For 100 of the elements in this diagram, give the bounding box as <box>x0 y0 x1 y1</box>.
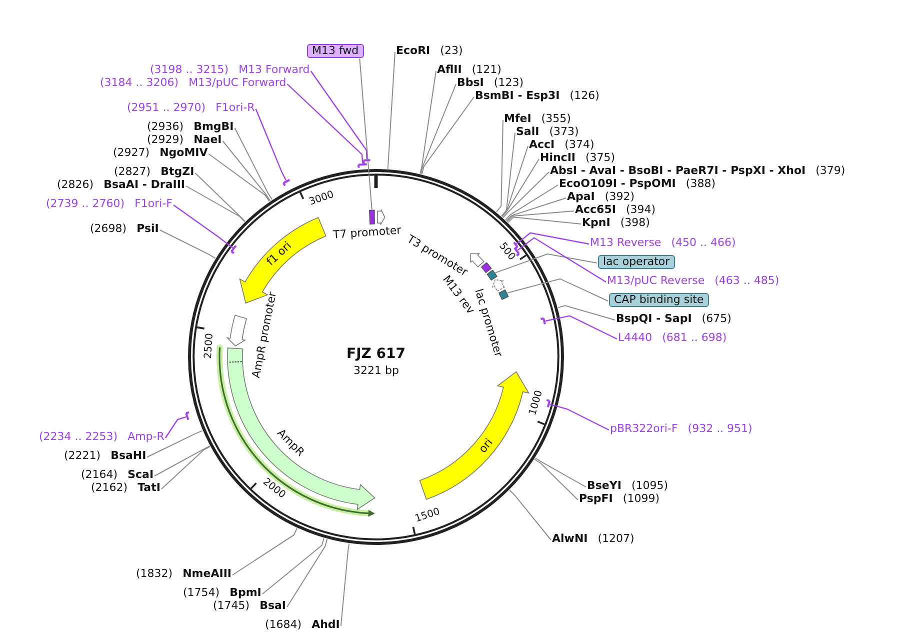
site-position: (121) <box>472 63 502 77</box>
site-position: (1684) <box>265 618 302 632</box>
site-position: (1832) <box>136 567 173 581</box>
leader-line <box>501 146 528 217</box>
leader-line <box>501 158 540 218</box>
site-position: (1095) <box>631 479 668 493</box>
site-position: (123) <box>494 76 524 90</box>
enzyme-name: BsaI <box>260 599 286 613</box>
feature-block <box>486 270 498 280</box>
leader-line <box>310 70 368 160</box>
enzyme-name: BmgBI <box>194 120 234 134</box>
plasmid-length: 3221 bp <box>354 362 399 378</box>
leader-line <box>550 404 610 431</box>
leader-line <box>234 128 273 200</box>
leader-line <box>286 84 364 164</box>
promoter-feature <box>226 314 247 346</box>
enzyme-name: BpmI <box>230 586 262 600</box>
feature-block <box>498 290 509 300</box>
enzyme-name: ApaI <box>567 190 595 204</box>
site-position: (1745) <box>213 599 250 613</box>
leader-line <box>508 216 582 224</box>
site-position: (1754) <box>183 586 220 600</box>
enzyme-name: AccI <box>529 138 555 152</box>
leader-line <box>186 186 246 222</box>
primer-name: M13 Reverse <box>590 236 662 250</box>
leader-line <box>516 232 590 245</box>
promoter-feature <box>492 279 505 292</box>
leader-line <box>496 120 504 212</box>
site-position: (675) <box>702 312 732 326</box>
tick-label: 3000 <box>308 189 336 209</box>
leader-line <box>154 445 210 476</box>
feature-name: f1 ori <box>265 240 294 268</box>
enzyme-name: NaeI <box>194 133 222 147</box>
enzyme-name: NgoMIV <box>160 146 208 160</box>
leader-line <box>222 140 271 202</box>
primer-position: (681 .. 698) <box>662 331 727 345</box>
enzyme-name: BseYI <box>587 479 622 493</box>
leader-line <box>340 543 350 626</box>
site-position: (2826) <box>57 178 94 192</box>
leader-line <box>164 416 186 438</box>
enzyme-name: SalI <box>516 125 540 139</box>
primer-mark <box>185 411 190 421</box>
site-position: (23) <box>440 44 463 58</box>
leader-line <box>506 278 608 302</box>
feature-label: T7 promoter <box>333 224 402 242</box>
site-position: (2221) <box>64 449 101 463</box>
primer-position: (450 .. 466) <box>671 236 736 250</box>
primer-mark <box>230 244 237 254</box>
leader-line <box>545 315 618 340</box>
primer-mark <box>540 317 546 326</box>
primer-mark <box>358 163 368 169</box>
leader-line <box>509 490 552 540</box>
leader-line <box>232 528 298 576</box>
leader-line <box>534 458 586 488</box>
site-position: (392) <box>604 190 634 204</box>
leader-line <box>494 253 598 274</box>
primer-name: M13/pUC Forward <box>188 76 286 90</box>
primer-name: L4440 <box>618 331 652 345</box>
primer-name: F1ori-R <box>216 101 255 115</box>
primer-mark <box>546 399 551 408</box>
leader-line <box>255 108 287 181</box>
site-position: (2936) <box>147 120 184 134</box>
site-position: (1099) <box>622 492 660 506</box>
leader-line <box>286 538 328 608</box>
primer-position: (2234 .. 2253) <box>39 430 118 444</box>
leader-line <box>194 172 246 222</box>
primer-name: Amp-R <box>128 430 164 444</box>
primer-name: M13 Forward <box>238 63 310 77</box>
leader-line <box>208 154 270 202</box>
enzyme-name: BtgZI <box>160 165 194 179</box>
primer-name: F1ori-F <box>134 197 172 211</box>
primer-position: (2951 .. 2970) <box>127 101 206 115</box>
enzyme-name: EcoO109I - PspOMI <box>559 177 676 191</box>
enzyme-name: HincII <box>540 151 576 165</box>
leader-line <box>502 172 550 218</box>
site-position: (2164) <box>81 468 118 482</box>
feature-name: ori <box>476 436 495 456</box>
promoter-feature <box>470 253 484 268</box>
enzyme-name: BsmBI - Esp3I <box>475 89 560 103</box>
site-position: (2827) <box>114 165 151 179</box>
leader-line <box>146 430 203 458</box>
leader-line <box>506 198 566 222</box>
enzyme-name: NmeAIII <box>182 567 232 581</box>
enzyme-name: BbsI <box>457 76 484 90</box>
leader-line <box>534 458 578 500</box>
enzyme-name: BsaHI <box>110 449 146 463</box>
site-position: (398) <box>620 216 650 230</box>
primer-name: pBR322ori-F <box>610 422 678 436</box>
leader-line <box>160 446 211 490</box>
tick-label: 1000 <box>527 389 546 418</box>
primer-position: (3184 .. 3206) <box>100 76 179 90</box>
enzyme-name: MfeI <box>504 112 532 126</box>
site-position: (394) <box>626 203 656 217</box>
enzyme-name: EcoRI <box>396 44 430 58</box>
site-position: (2929) <box>147 133 184 147</box>
feature-tag: M13 fwd <box>307 44 364 58</box>
leader-line <box>159 230 216 259</box>
primer-position: (2739 .. 2760) <box>46 197 125 211</box>
leader-line <box>420 70 436 174</box>
leader-line <box>420 84 456 174</box>
